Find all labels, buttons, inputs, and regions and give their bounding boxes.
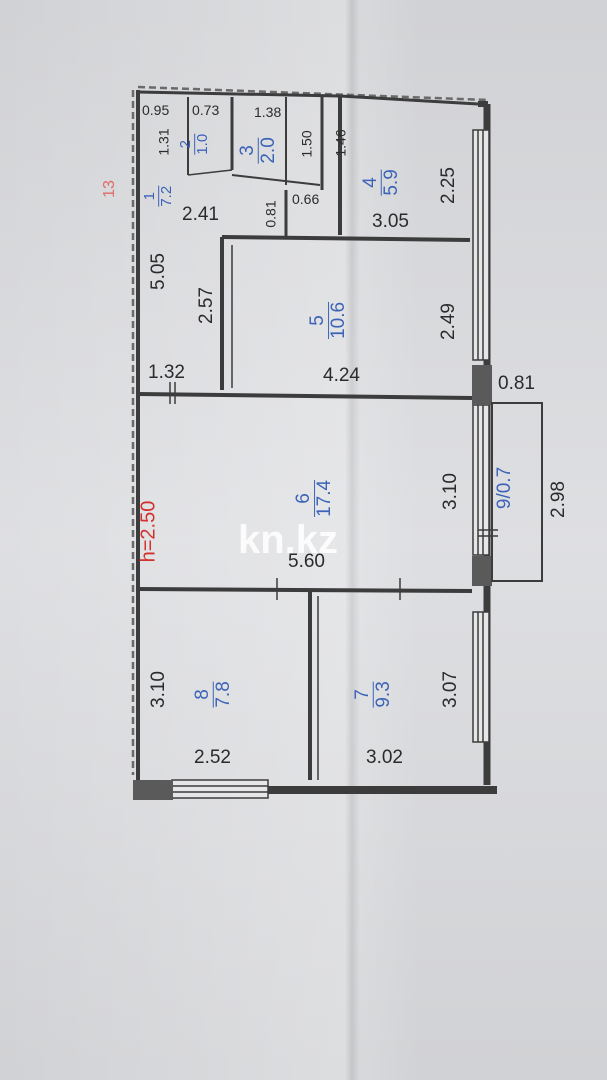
room-area: 1.0 xyxy=(193,133,211,155)
room-area: 7.8 xyxy=(212,681,234,708)
dim-310b: 3.10 xyxy=(147,671,169,708)
room-5-label: 5 10.6 xyxy=(307,301,349,339)
dim-249: 2.49 xyxy=(437,303,459,340)
windows-right xyxy=(472,129,490,743)
room-number: 1 xyxy=(141,185,159,207)
room-number: 7 xyxy=(352,681,374,708)
room-area: 5.9 xyxy=(380,169,402,196)
dim-066: 0.66 xyxy=(292,191,320,207)
wall-pier xyxy=(472,365,492,405)
dim-081a: 0.81 xyxy=(262,200,279,228)
room-2-label: 2 1.0 xyxy=(177,133,211,155)
dim-257: 2.57 xyxy=(195,287,217,324)
room-6-label: 6 17.4 xyxy=(293,479,335,517)
room-area: 2.0 xyxy=(257,137,279,164)
room-number: 6 xyxy=(293,479,315,517)
dim-132: 1.32 xyxy=(148,362,185,383)
dim-560: 5.60 xyxy=(288,551,325,572)
dim-150: 1.50 xyxy=(298,130,315,158)
dim-138: 1.38 xyxy=(254,104,282,120)
boundary-dashed xyxy=(137,85,489,102)
interior-walls xyxy=(137,97,473,780)
room-number: 4 xyxy=(360,169,382,196)
watermark: kn.kz xyxy=(238,518,339,562)
dim-505: 5.05 xyxy=(147,253,169,290)
room-number: 3 xyxy=(237,137,259,164)
room-number: 8 xyxy=(192,681,214,708)
room-1-label: 1 7.2 xyxy=(141,185,175,207)
wall-pier xyxy=(472,556,492,586)
room-area: 10.6 xyxy=(327,301,349,339)
dim-305: 3.05 xyxy=(372,211,409,232)
dim-241: 2.41 xyxy=(182,204,219,225)
dim-298: 2.98 xyxy=(547,481,569,518)
wall-corner xyxy=(133,780,173,800)
balcony xyxy=(491,402,543,582)
dim-131: 1.31 xyxy=(155,128,172,156)
cadastral-number: 13 xyxy=(100,180,118,198)
room-number: 5 xyxy=(307,301,329,339)
room-number: 2 xyxy=(177,133,195,155)
room-area: 17.4 xyxy=(313,479,335,517)
ceiling-height: h=2.50 xyxy=(137,500,160,563)
room-8-label: 8 7.8 xyxy=(192,681,234,708)
dim-310a: 3.10 xyxy=(439,473,461,510)
room-9-label: 9/0.7 xyxy=(494,466,516,510)
dim-225: 2.25 xyxy=(437,167,459,204)
dim-081b: 0.81 xyxy=(498,373,535,394)
window-bottom xyxy=(171,779,269,799)
room-4-label: 4 5.9 xyxy=(360,169,402,196)
dim-095: 0.95 xyxy=(142,102,170,118)
room-area: 7.2 xyxy=(157,185,175,207)
dim-302: 3.02 xyxy=(366,747,403,768)
dim-073: 0.73 xyxy=(192,102,220,118)
dim-252: 2.52 xyxy=(194,747,231,768)
dim-307: 3.07 xyxy=(439,671,461,708)
room-3-label: 3 2.0 xyxy=(237,137,279,164)
room-area: 9.3 xyxy=(372,681,394,708)
room-7-label: 7 9.3 xyxy=(352,681,394,708)
dimension-ticks xyxy=(169,382,498,600)
dim-146: 1.46 xyxy=(332,129,349,157)
dim-424: 4.24 xyxy=(323,365,360,386)
